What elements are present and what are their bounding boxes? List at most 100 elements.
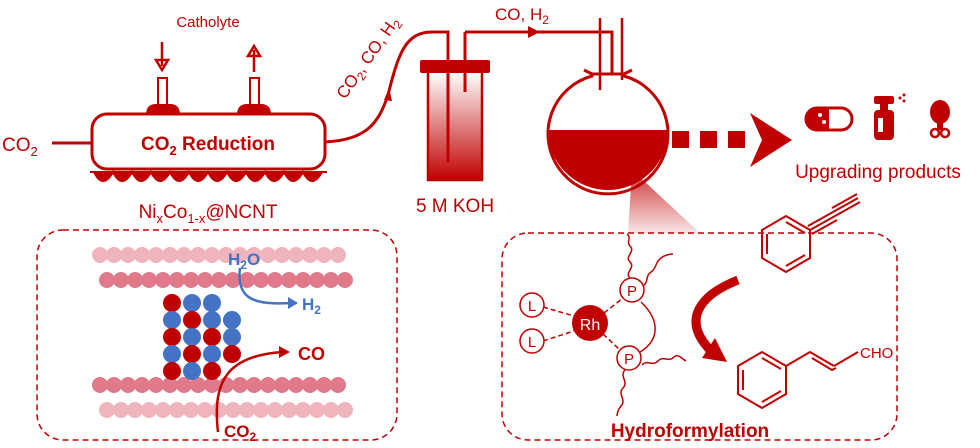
carbon-atom [211,272,227,288]
gas-pipe-2 [465,30,614,75]
nickel-atom [203,328,221,346]
koh-trap: 5 M KOH [416,32,494,217]
nickel-atom [223,345,241,363]
carbon-atom [197,402,213,418]
carbon-atom [197,272,213,288]
carbon-atom [302,247,318,263]
carbon-atom [316,377,332,393]
carbon-atom [190,377,206,393]
zoom-callout [628,170,700,233]
carbon-atom [113,272,129,288]
co2-inlet-label: CO2 [2,135,38,159]
aldehyde-label: CHO [860,345,893,362]
reactor: CO2 Catholyte CO2 Reduction NixCo1-x@NCN… [2,14,327,226]
pill-icon [804,106,854,132]
nickel-atom [163,294,181,312]
cobalt-atom [203,294,221,312]
carbon-atom [169,272,185,288]
carbon-atom [288,247,304,263]
gas-label-1: CO2, CO, H2 [333,13,406,104]
carbon-atom [267,402,283,418]
cobalt-atom [203,311,221,329]
cobalt-atom [163,311,181,329]
hydroformylation-title: Hydroformylation [611,421,769,442]
catholyte-label: Catholyte [176,14,239,31]
dashed-arrow [672,113,792,167]
carbon-atom [99,402,115,418]
products-label: Upgrading products [795,162,961,183]
carbon-atom [337,402,353,418]
nickel-atom [163,328,181,346]
ligand-1: L [528,298,536,315]
carbon-atom [225,272,241,288]
carbon-atom [309,402,325,418]
svg-text:Rh: Rh [580,317,600,334]
carbon-atom [134,247,150,263]
carbon-atom [169,402,185,418]
carbon-atom [232,247,248,263]
carbon-atom [155,402,171,418]
catalyst-label: NixCo1-x@NCNT [139,202,278,226]
carbon-atom [225,402,241,418]
h2-label: H2 [302,295,321,317]
nickel-atom [183,345,201,363]
phosphine-1: P [627,283,637,300]
carbon-atom [183,272,199,288]
carbon-atom [190,247,206,263]
cobalt-atom [163,345,181,363]
reactor-title: CO2 Reduction [141,134,275,158]
outlet-port [249,77,260,107]
electrode-layer [90,169,327,182]
phenylacetylene [761,193,861,274]
cobalt-atom [223,311,241,329]
cobalt-atom [183,362,201,380]
carbon-atom [323,272,339,288]
carbon-atom [204,247,220,263]
carbon-atom [323,402,339,418]
arrow-down-icon [153,42,171,73]
carbon-atom [274,377,290,393]
carbon-atom [162,377,178,393]
carbon-atom [127,272,143,288]
carbon-atom [281,402,297,418]
reaction-flask [546,18,670,196]
carbon-atom [260,377,276,393]
co2-label: CO2 [224,422,257,444]
carbon-atom [148,247,164,263]
carbon-atom [141,402,157,418]
h2o-label: H2O [228,250,260,272]
nickel-atom [183,311,201,329]
carbon-atom [148,377,164,393]
carbon-atom [127,402,143,418]
carbon-atom [274,247,290,263]
carbon-atom [92,247,108,263]
cobalt-atom [183,294,201,312]
cobalt-atom [203,345,221,363]
carbon-atom [260,247,276,263]
carbon-atom [246,377,262,393]
carbon-atom [92,377,108,393]
carbon-atom [316,247,332,263]
carbon-atom [337,272,353,288]
carbon-atom [176,377,192,393]
carbon-atom [232,377,248,393]
nickel-atom [203,362,221,380]
carbon-atom [204,377,220,393]
carbon-atom [218,247,234,263]
carbon-atom [253,272,269,288]
carbon-atom [267,272,283,288]
carbon-atom [295,402,311,418]
carbon-atom [106,247,122,263]
ligand-2: L [528,334,536,351]
carbon-atom [246,247,262,263]
carbon-atom [141,272,157,288]
carbon-atom [99,272,115,288]
carbon-atom [309,272,325,288]
carbon-atom [176,247,192,263]
carbon-atom [120,247,136,263]
gas-label-2: CO, H2 [495,5,549,27]
trap-cap [420,60,490,73]
catalysis-panel: Rh L L P P CHO Hydroformylation [501,193,898,442]
carbon-atom [155,272,171,288]
